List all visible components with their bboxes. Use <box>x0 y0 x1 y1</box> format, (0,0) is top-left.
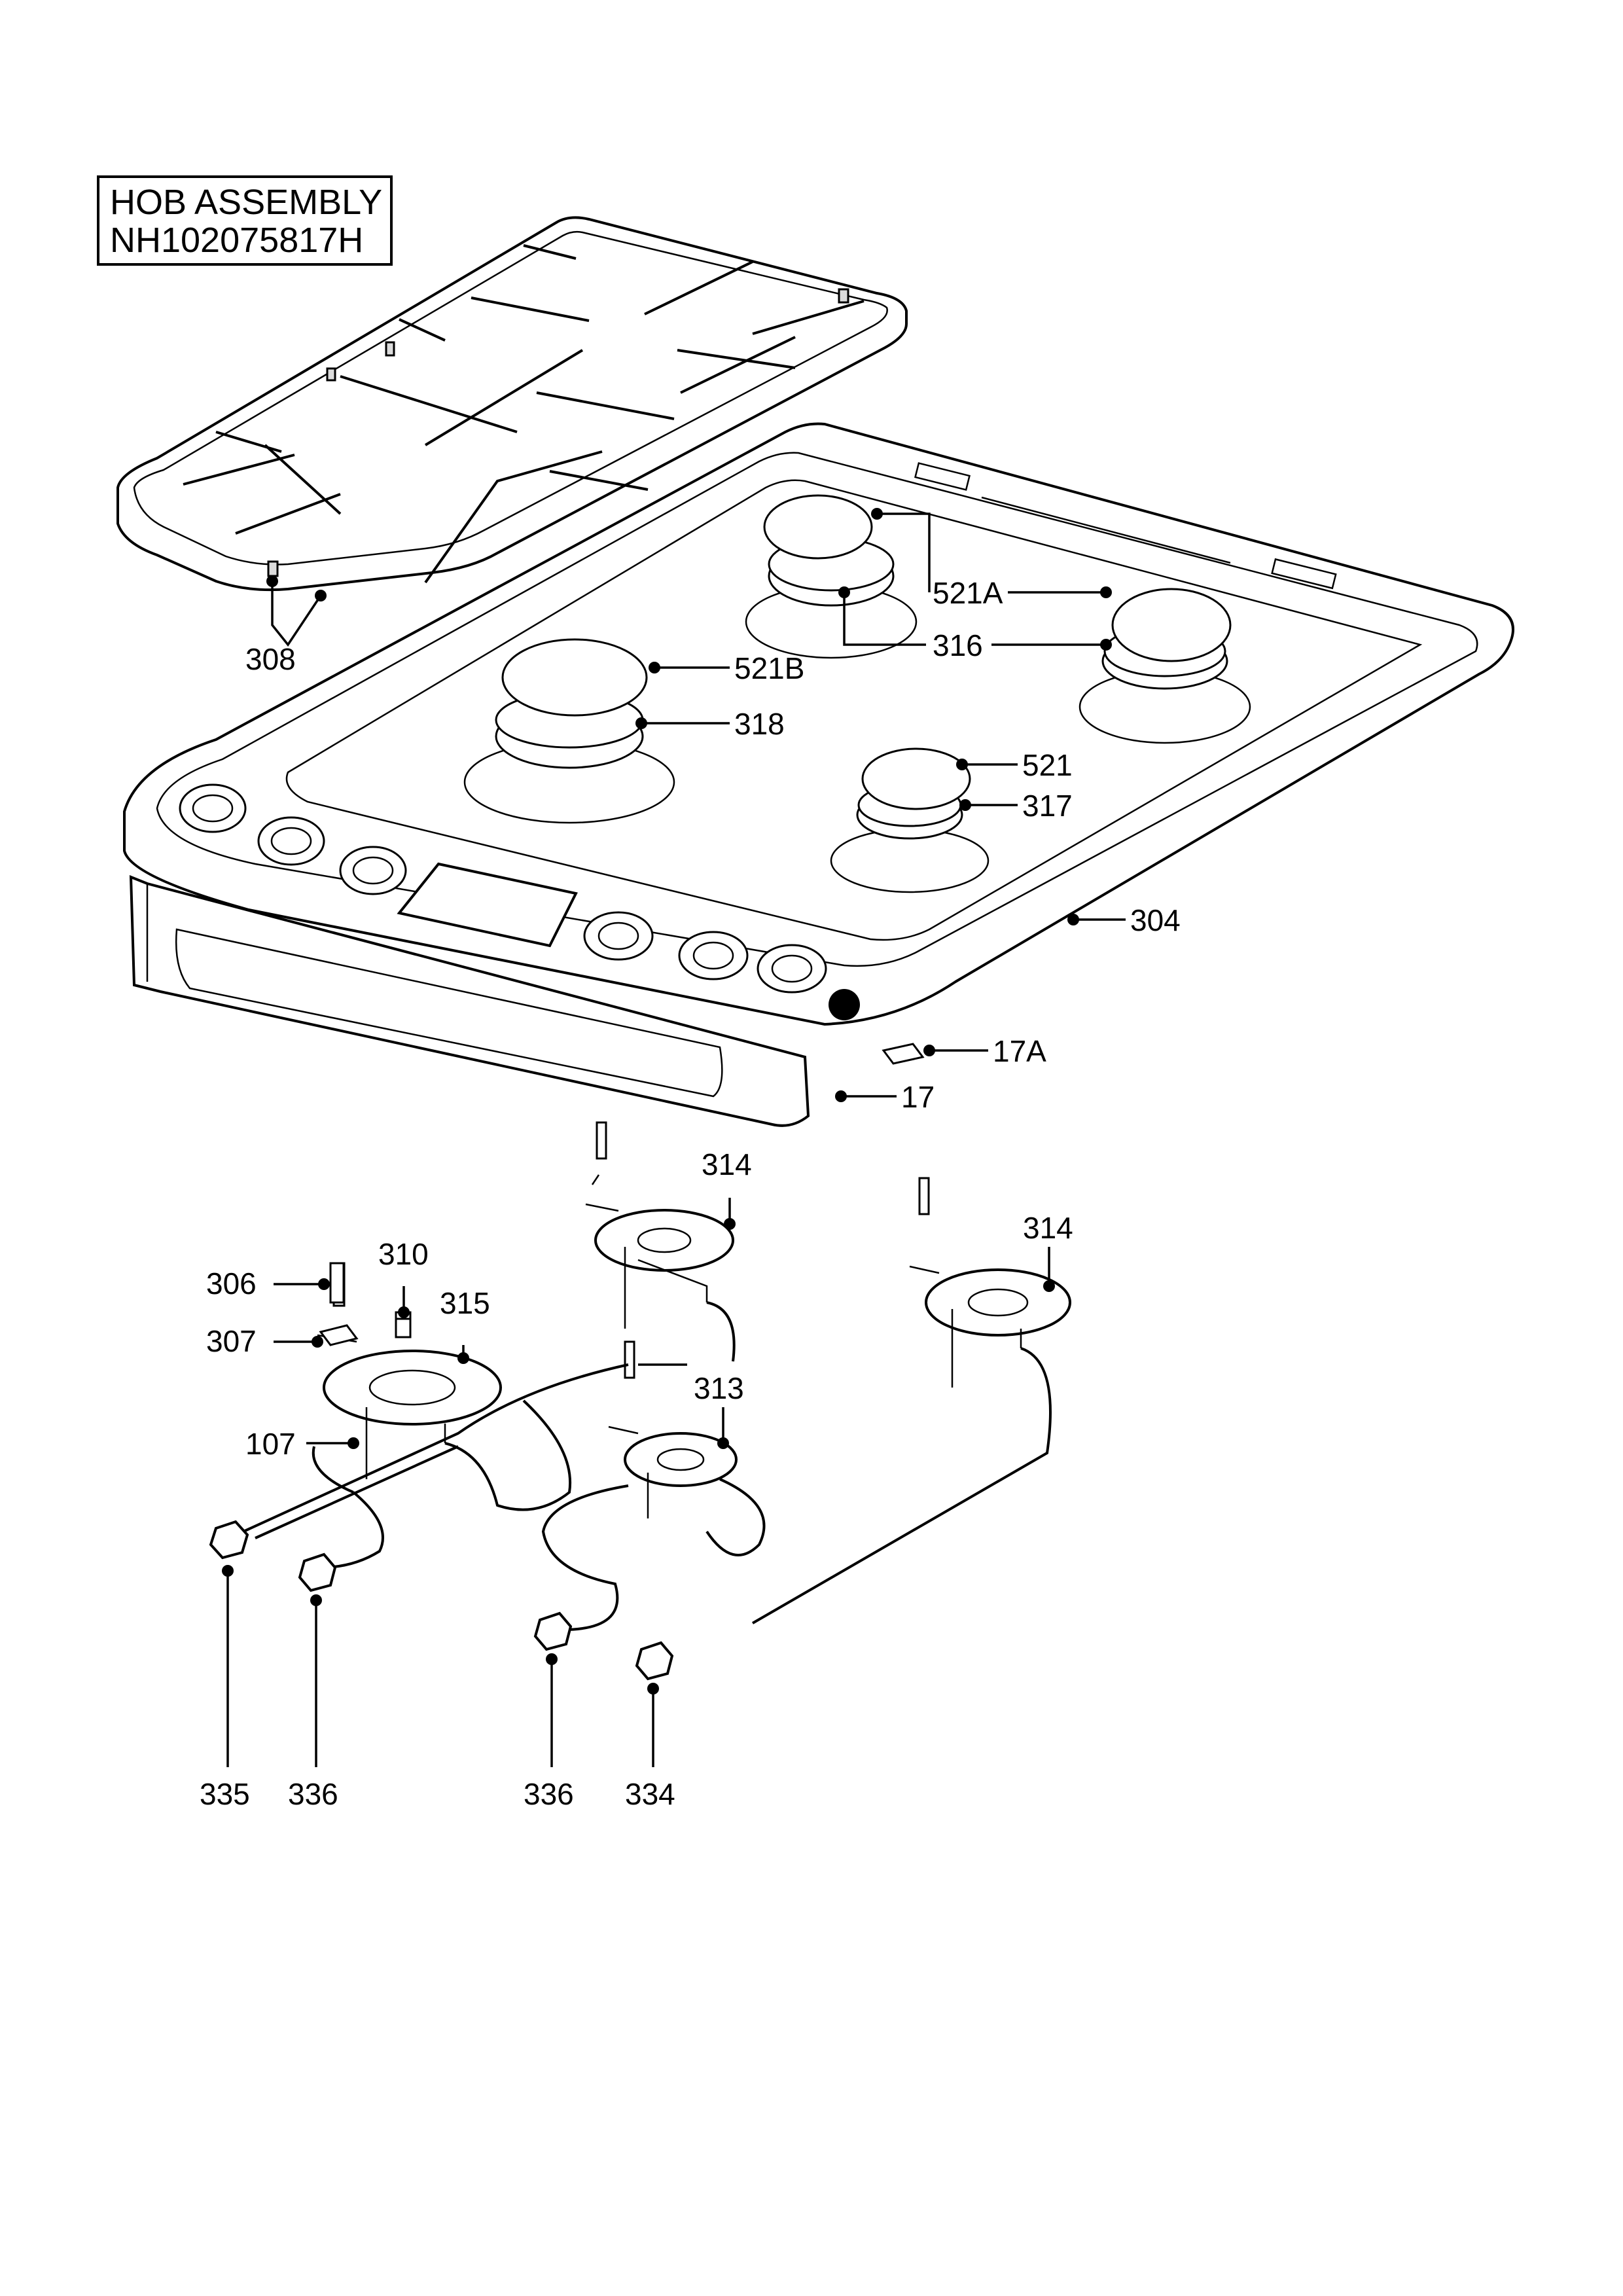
hob-top-panel <box>123 422 1514 1026</box>
callout-335: 335 <box>200 1777 250 1811</box>
callout-leaders <box>222 508 1126 1767</box>
small-parts <box>319 1043 925 1346</box>
front-trim <box>129 875 810 1127</box>
clip-17A <box>882 1043 925 1065</box>
callout-314-a: 314 <box>702 1147 752 1181</box>
spark-plug-306 <box>329 1262 345 1304</box>
burner-body-314-b <box>751 1177 1071 1624</box>
callout-334: 334 <box>625 1777 675 1811</box>
callout-315: 315 <box>440 1286 490 1320</box>
callout-107: 107 <box>245 1427 296 1461</box>
callout-316: 316 <box>933 628 983 662</box>
clip-307 <box>319 1324 359 1346</box>
callout-313: 313 <box>694 1371 744 1405</box>
burner-front-left <box>463 638 675 824</box>
callout-521B: 521B <box>734 651 804 685</box>
title-block: HOB ASSEMBLY NH102075817H <box>97 175 393 266</box>
callout-336-a: 336 <box>288 1777 338 1811</box>
title-line-2: NH102075817H <box>110 221 363 260</box>
screw-310 <box>395 1318 412 1338</box>
pan-support-grid <box>116 216 908 592</box>
callout-521A: 521A <box>933 576 1003 610</box>
pipe-nuts <box>209 1520 674 1681</box>
nut-336-a <box>298 1552 337 1592</box>
nut-335 <box>209 1520 249 1560</box>
burner-rear-right <box>1079 588 1251 744</box>
burner-body-313 <box>541 1340 766 1631</box>
callout-310: 310 <box>378 1237 429 1271</box>
burner-front-right <box>830 747 990 893</box>
callout-labels: 308 521A 316 521B 318 521 317 304 17A 17… <box>200 576 1181 1811</box>
callout-17A: 17A <box>993 1034 1046 1068</box>
callout-306: 306 <box>206 1266 257 1300</box>
burner-rear-middle <box>745 494 918 659</box>
callout-17: 17 <box>901 1080 935 1114</box>
callout-307: 307 <box>206 1324 257 1358</box>
callout-308: 308 <box>245 642 296 676</box>
callout-314-b: 314 <box>1023 1211 1073 1245</box>
gas-pipes <box>228 1363 629 1569</box>
callout-336-b: 336 <box>524 1777 574 1811</box>
callout-304: 304 <box>1130 903 1181 937</box>
callout-521: 521 <box>1022 748 1073 782</box>
burner-body-314-a <box>585 1121 736 1362</box>
nut-336-b <box>533 1611 573 1651</box>
nut-334 <box>635 1641 674 1681</box>
callout-318: 318 <box>734 707 785 741</box>
callout-317: 317 <box>1022 789 1073 823</box>
title-line-1: HOB ASSEMBLY <box>110 183 382 222</box>
control-knobs <box>179 783 860 1020</box>
